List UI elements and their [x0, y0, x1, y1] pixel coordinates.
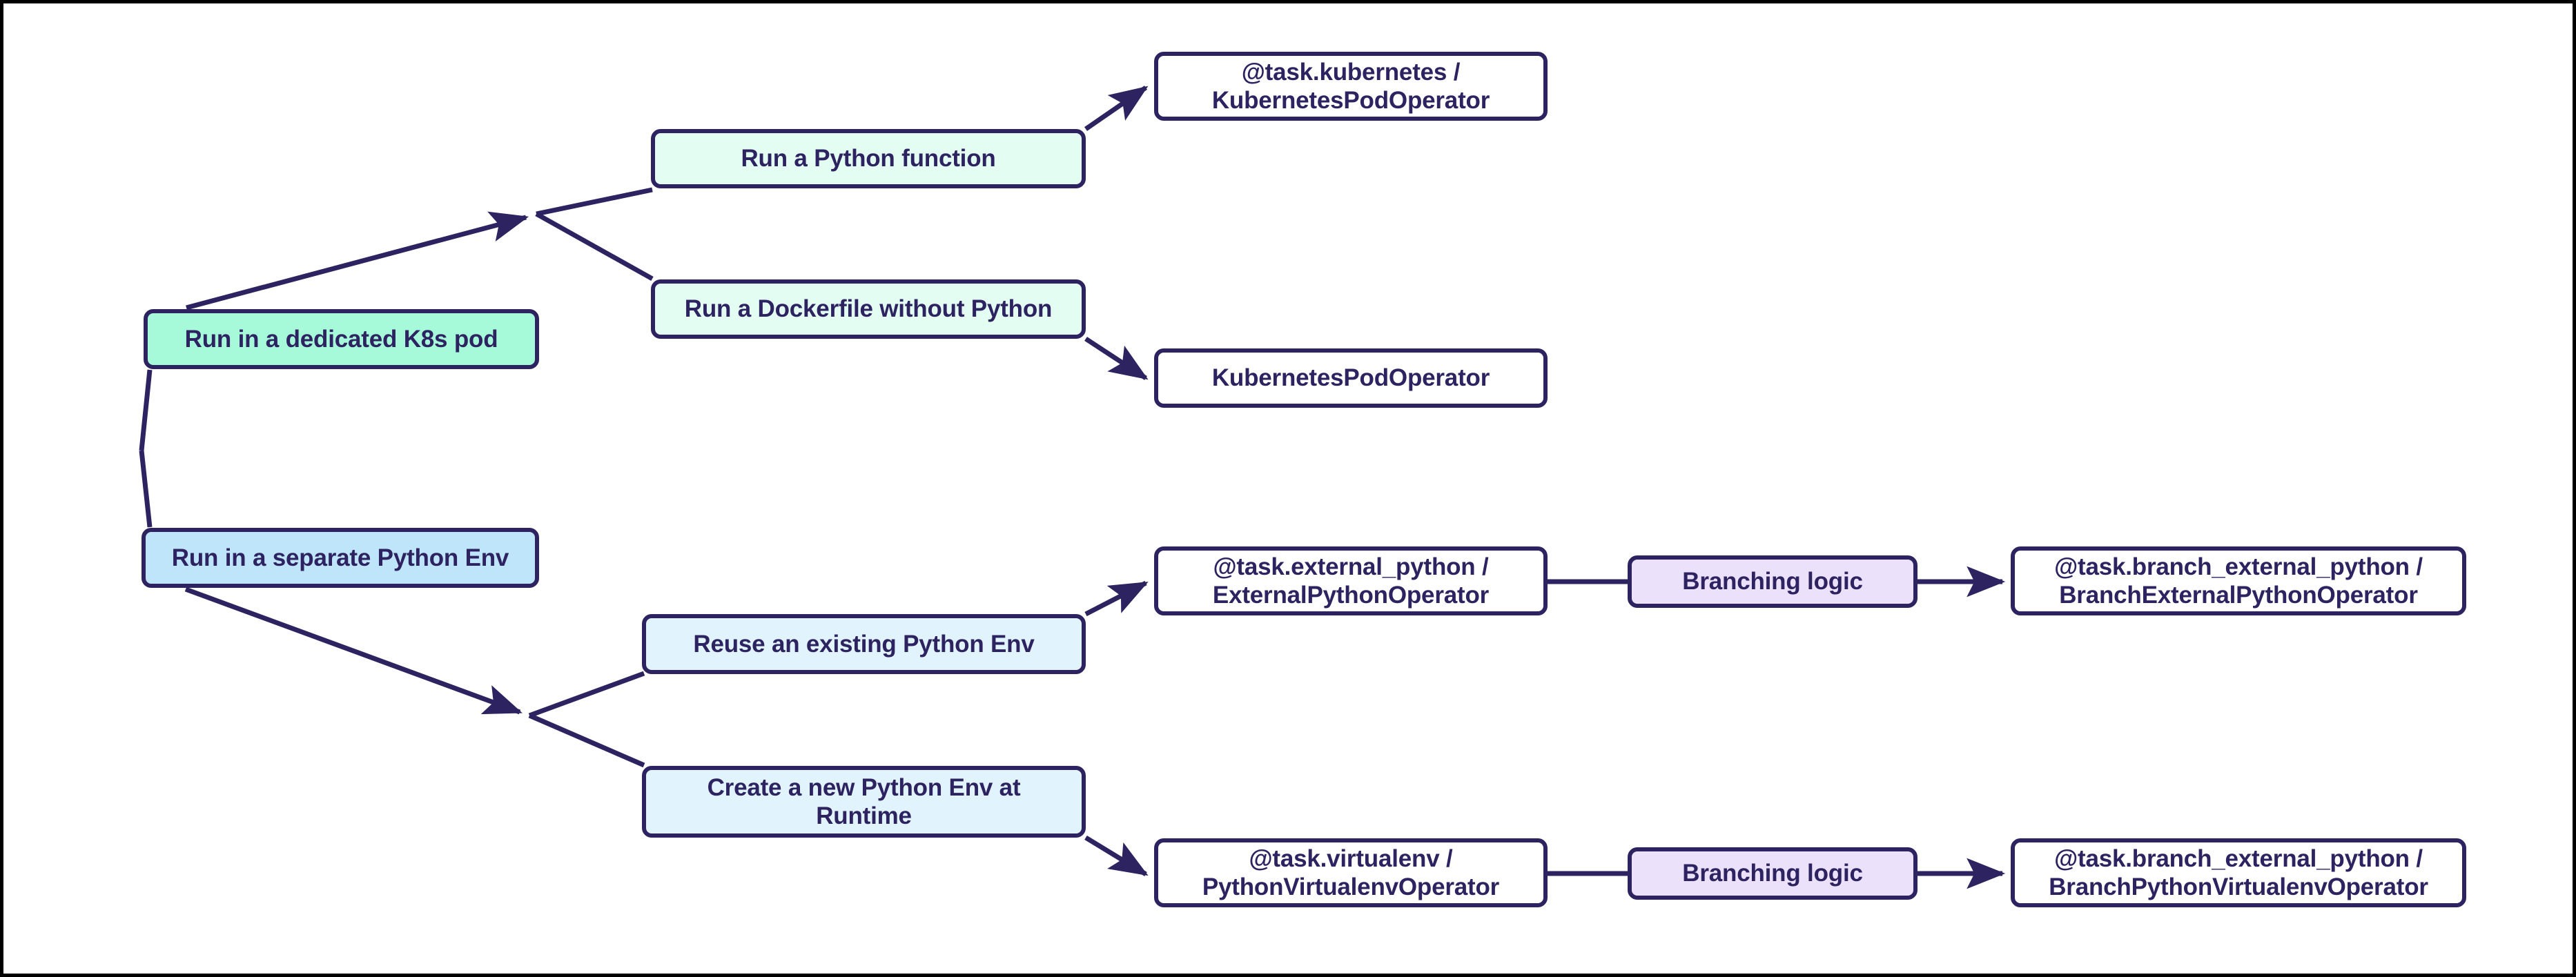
node-run-in-separate-python-env[interactable]: Run in a separate Python Env — [142, 528, 539, 588]
edge-python-function-to-task-k8s — [1084, 86, 1149, 131]
node-task-external-python-operator[interactable]: @task.external_python / ExternalPythonOp… — [1154, 546, 1548, 615]
node-branching-logic-external-python[interactable]: Branching logic — [1628, 555, 1918, 608]
node-task-virtualenv-operator[interactable]: @task.virtualenv / PythonVirtualenvOpera… — [1154, 838, 1548, 907]
edge-k8s-to-split — [186, 211, 529, 310]
edge-split-to-python-function — [536, 187, 653, 217]
edge-layer — [139, 86, 2006, 889]
edge-split-to-create — [528, 713, 645, 768]
edge-root-to-python-env — [139, 450, 153, 528]
node-task-branch-external-python-operator[interactable]: @task.branch_external_python / BranchExt… — [2011, 546, 2466, 615]
edge-split-to-reuse — [528, 671, 645, 718]
node-reuse-an-existing-python-env[interactable]: Reuse an existing Python Env — [642, 614, 1086, 674]
node-task-kubernetes-operator[interactable]: @task.kubernetes / KubernetesPodOperator — [1154, 52, 1548, 121]
node-run-a-python-function[interactable]: Run a Python function — [651, 129, 1086, 188]
edge-create-to-virtualenv — [1084, 836, 1149, 876]
node-run-a-dockerfile-without-python[interactable]: Run a Dockerfile without Python — [651, 279, 1086, 339]
edge-split-to-dockerfile — [535, 211, 654, 282]
edge-root-to-k8s — [139, 369, 153, 451]
node-create-a-new-python-env-at-runtime[interactable]: Create a new Python Env at Runtime — [642, 766, 1086, 838]
edge-env-to-split — [184, 586, 523, 715]
node-branching-logic-virtualenv[interactable]: Branching logic — [1628, 847, 1918, 900]
node-kubernetes-pod-operator[interactable]: KubernetesPodOperator — [1154, 348, 1548, 408]
edge-dockerfile-to-kpo — [1084, 337, 1149, 380]
node-task-branch-python-virtualenv-operator[interactable]: @task.branch_external_python / BranchPyt… — [2011, 838, 2466, 907]
edge-reuse-to-external-python — [1084, 580, 1149, 617]
node-run-in-dedicated-k8s-pod[interactable]: Run in a dedicated K8s pod — [144, 309, 539, 369]
